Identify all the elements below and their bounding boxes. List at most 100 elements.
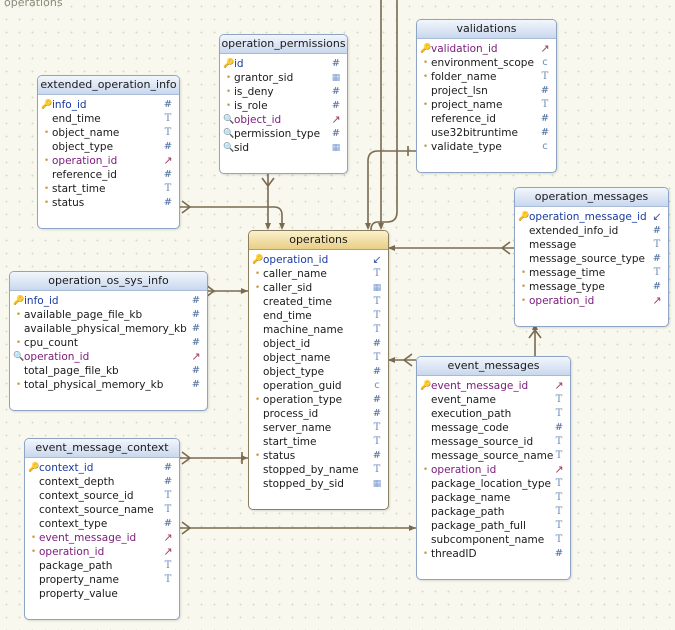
column-row[interactable]: 🔑info_id#	[10, 294, 207, 308]
column-row[interactable]: object_type#	[38, 140, 179, 154]
column-row[interactable]: •total_physical_memory_kb#	[10, 378, 207, 392]
column-row[interactable]: •grantor_sid▦	[220, 71, 347, 85]
primary-key-icon: 🔑	[420, 44, 432, 54]
entity-operation-os-sys-info[interactable]: operation_os_sys_info🔑info_id#•available…	[9, 271, 208, 411]
entity-operation-messages[interactable]: operation_messages🔑operation_message_id↙…	[514, 187, 669, 327]
column-row[interactable]: •is_deny#	[220, 85, 347, 99]
column-row[interactable]: use32bitruntime#	[417, 126, 556, 140]
column-row[interactable]: 🔍sid▦	[220, 141, 347, 155]
column-row[interactable]: 🔑id#	[220, 57, 347, 71]
text-type-icon: T	[373, 464, 381, 475]
column-row[interactable]: context_type#	[25, 517, 179, 531]
column-row[interactable]: stopped_by_sid▦	[249, 477, 388, 491]
column-row[interactable]: •operation_id↗	[25, 545, 179, 559]
column-row[interactable]: •available_page_file_kb#	[10, 308, 207, 322]
column-row[interactable]: message_source_type#	[515, 252, 668, 266]
column-row[interactable]: •event_message_id↗	[25, 531, 179, 545]
binary-type-icon: ▦	[372, 479, 382, 489]
column-row[interactable]: 🔑operation_message_id↙	[515, 210, 668, 224]
relationship-line	[181, 451, 192, 465]
column-row[interactable]: 🔑operation_id↙	[249, 253, 388, 267]
column-row[interactable]: reference_id#	[417, 112, 556, 126]
column-row[interactable]: 🔍object_id↗	[220, 113, 347, 127]
column-row[interactable]: 🔑validation_id↗	[417, 42, 556, 56]
entity-event-messages[interactable]: event_messages🔑event_message_id↗event_na…	[416, 356, 571, 580]
column-row[interactable]: •operation_id↗	[38, 154, 179, 168]
column-row[interactable]: 🔍permission_type#	[220, 127, 347, 141]
numeric-type-icon: #	[554, 548, 564, 559]
column-row[interactable]: property_value	[25, 587, 179, 601]
column-name: context_type	[39, 518, 108, 530]
column-row[interactable]: •threadID#	[417, 547, 570, 561]
column-row[interactable]: message_code#	[417, 421, 570, 435]
column-row[interactable]: •operation_type#	[249, 393, 388, 407]
column-row[interactable]: reference_id#	[38, 168, 179, 182]
column-row[interactable]: total_page_file_kb#	[10, 364, 207, 378]
column-name: operation_id	[529, 295, 595, 307]
text-type-icon: T	[541, 71, 549, 82]
column-row[interactable]: •cpu_count#	[10, 336, 207, 350]
entity-operation-permissions[interactable]: operation_permissions🔑id#•grantor_sid▦•i…	[219, 34, 348, 174]
column-row[interactable]: object_type#	[249, 365, 388, 379]
column-row[interactable]: 🔑context_id#	[25, 461, 179, 475]
entity-event-message-context[interactable]: event_message_context🔑context_id#context…	[24, 438, 180, 620]
text-type-icon: T	[653, 267, 661, 278]
column-row[interactable]: •status#	[38, 196, 179, 210]
column-row[interactable]: extended_info_id#	[515, 224, 668, 238]
column-row[interactable]: 🔑info_id#	[38, 98, 179, 112]
column-row[interactable]: project_lsn#	[417, 84, 556, 98]
entity-validations[interactable]: validations🔑validation_id↗•environment_s…	[416, 19, 557, 173]
column-name: execution_path	[431, 408, 512, 420]
foreign-key-icon: 🔍	[223, 143, 235, 153]
column-name: folder_name	[431, 71, 497, 83]
entity-extended-operation-info[interactable]: extended_operation_info🔑info_id#end_time…	[37, 75, 180, 229]
column-row[interactable]: •operation_id↗	[417, 463, 570, 477]
column-row[interactable]: •message_type#	[515, 280, 668, 294]
column-row[interactable]: available_physical_memory_kb#	[10, 322, 207, 336]
column-row[interactable]: 🔑event_message_id↗	[417, 379, 570, 393]
column-row[interactable]: process_id#	[249, 407, 388, 421]
column-row[interactable]: •is_role#	[220, 99, 347, 113]
text-type-icon: T	[555, 450, 563, 461]
column-row[interactable]: object_id#	[249, 337, 388, 351]
column-row[interactable]: 🔍operation_id↗	[10, 350, 207, 364]
column-row[interactable]: context_depth#	[25, 475, 179, 489]
column-row[interactable]: •status#	[249, 449, 388, 463]
column-row[interactable]: •operation_id↗	[515, 294, 668, 308]
column-list: 🔑info_id#•available_page_file_kb#availab…	[10, 291, 207, 392]
column-row[interactable]: •caller_sid▦	[249, 281, 388, 295]
numeric-type-icon: #	[163, 462, 173, 473]
